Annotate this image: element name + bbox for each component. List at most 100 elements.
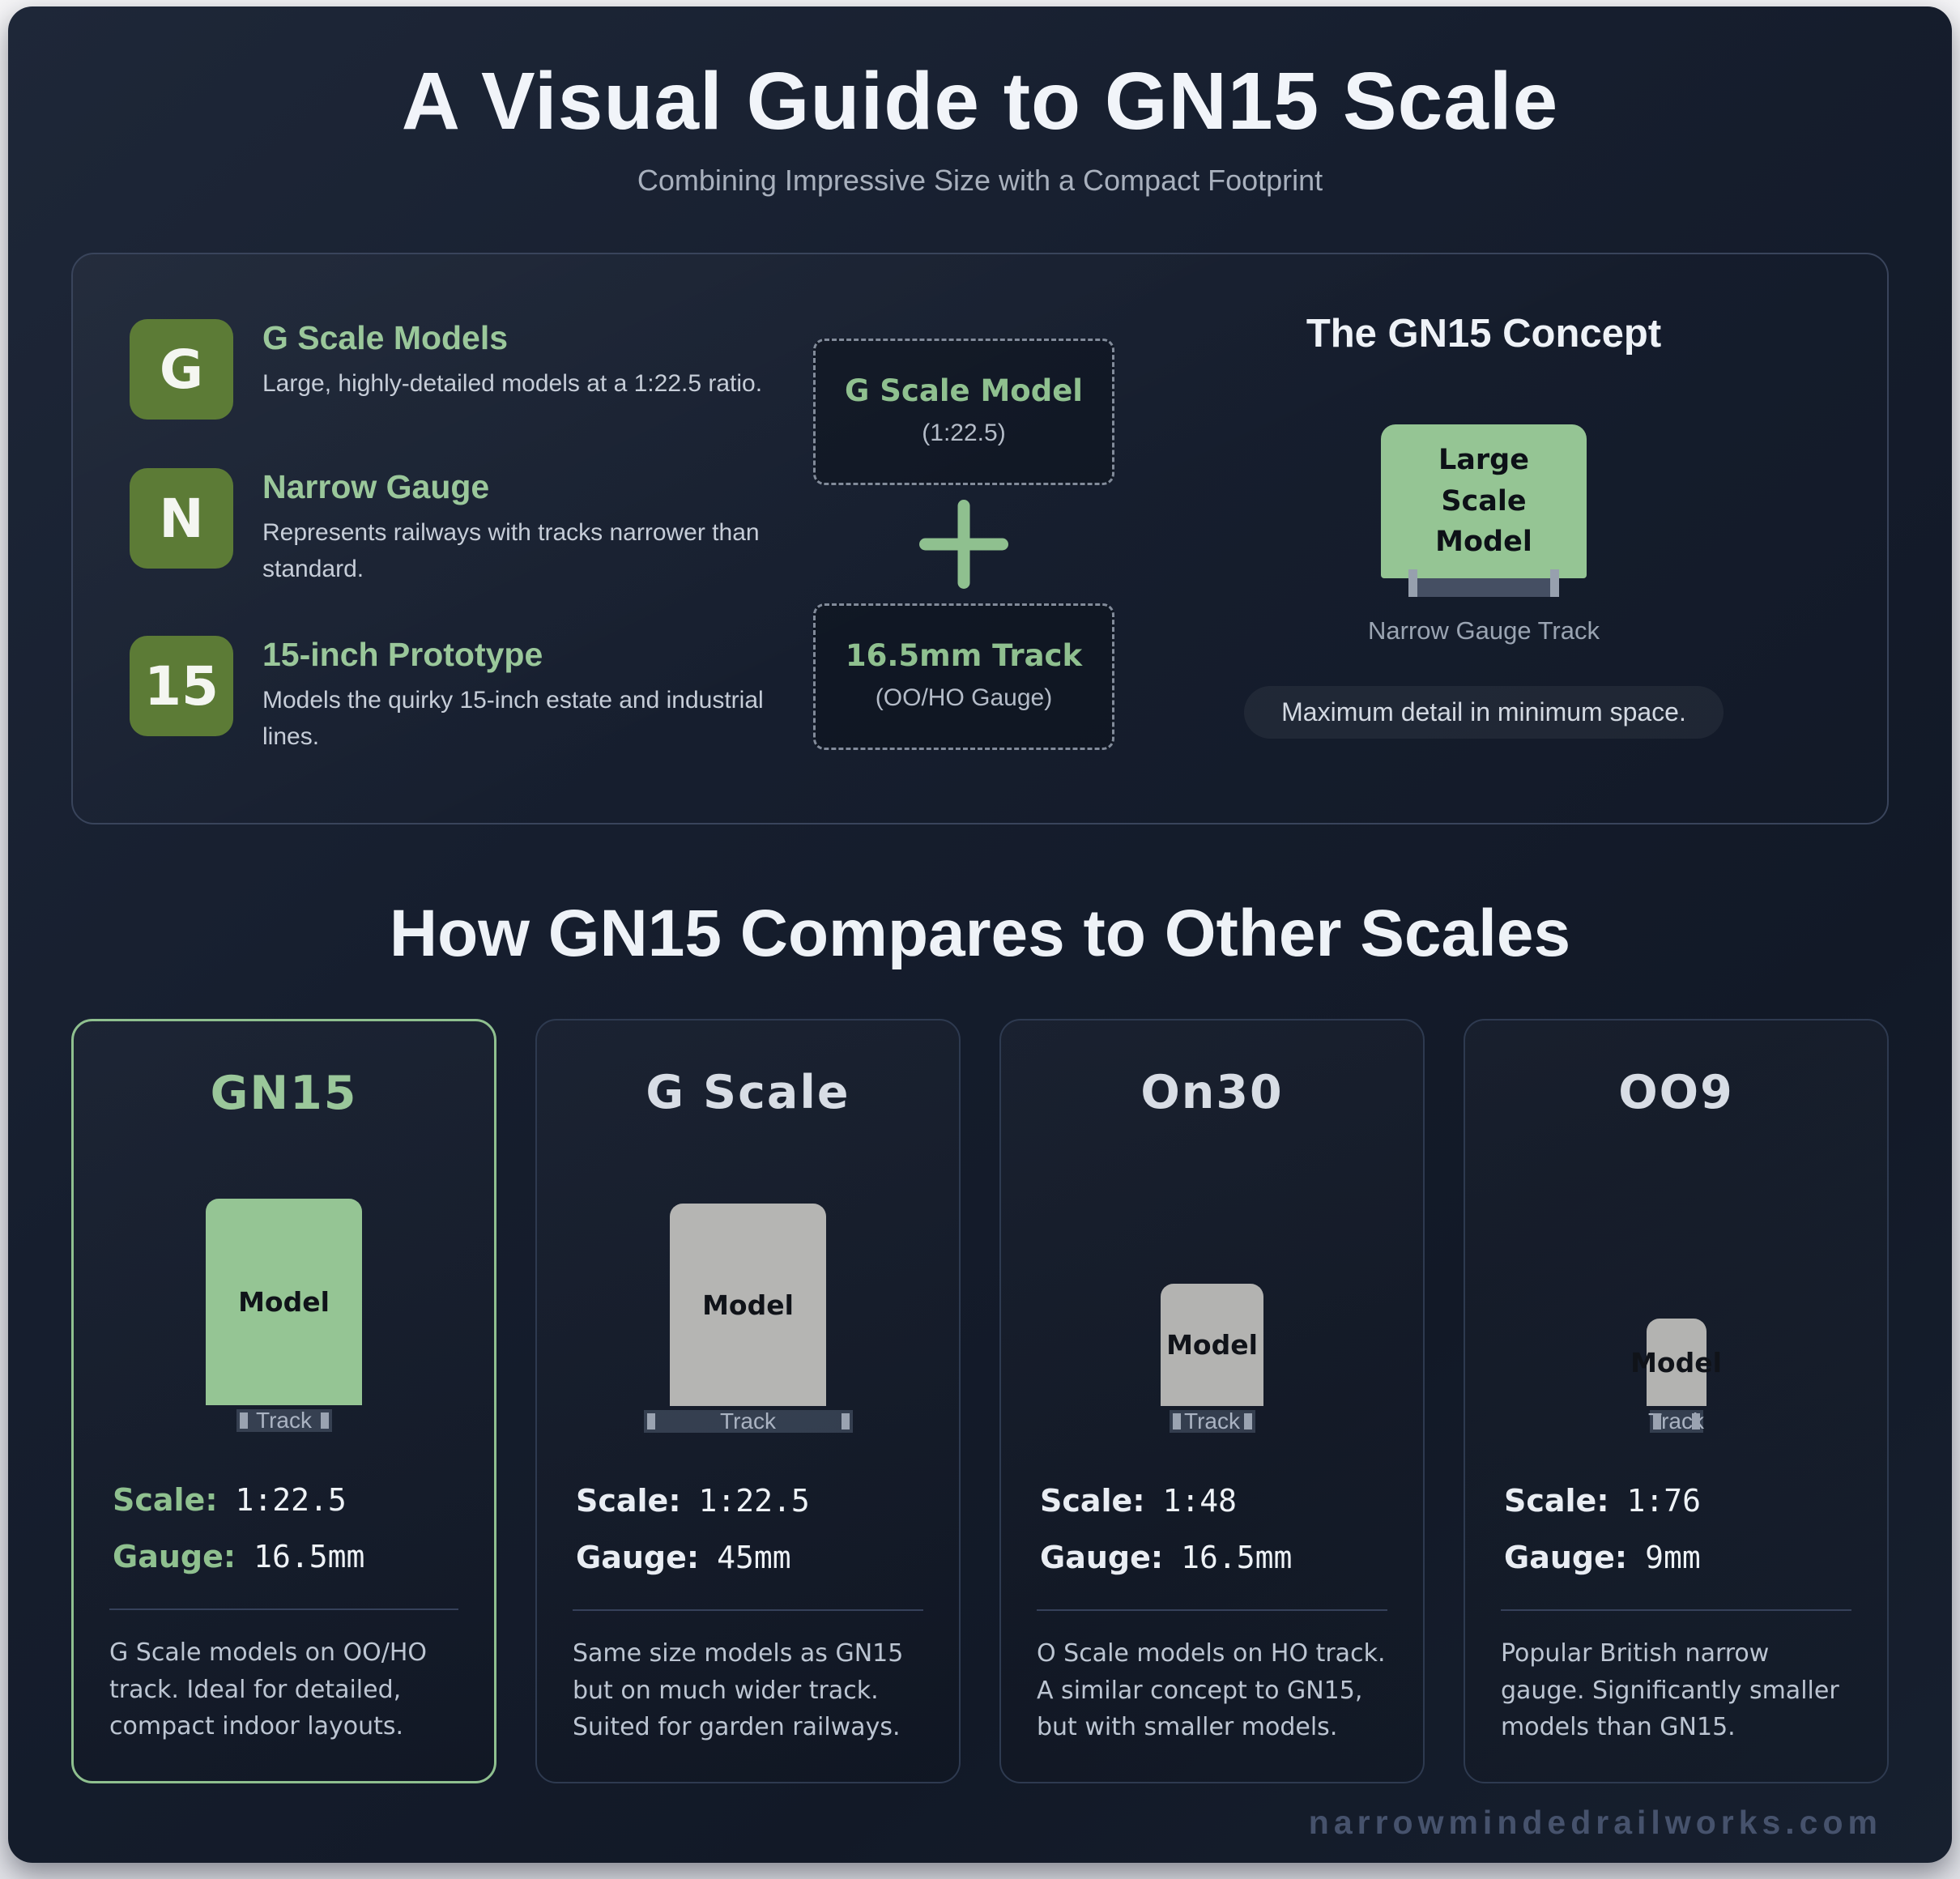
card-title: GN15 (210, 1067, 358, 1120)
page-subtitle: Combining Impressive Size with a Compact… (637, 164, 1323, 197)
gauge-label: Gauge: (1504, 1540, 1628, 1576)
concept-figure: Large Scale Model Narrow Gauge Track (1368, 424, 1600, 646)
letter-badge-15: 15 (130, 636, 233, 736)
concept-track-caption: Narrow Gauge Track (1368, 616, 1600, 645)
card-title: On30 (1140, 1066, 1284, 1119)
hero-card: G G Scale Models Large, highly-detailed … (71, 253, 1889, 824)
scale-row: Scale: 1:76 (1504, 1483, 1851, 1519)
concept-track (1408, 569, 1559, 597)
rail-right-icon (1243, 1413, 1252, 1430)
track-bar: Track (1169, 1408, 1255, 1434)
gauge-value: 9mm (1645, 1540, 1701, 1576)
rail-left-icon (239, 1412, 248, 1429)
gauge-row: Gauge: 9mm (1504, 1540, 1851, 1575)
card-stats: Scale: 1:76 Gauge: 9mm (1501, 1483, 1851, 1596)
letter-badge-g: G (130, 319, 233, 420)
track-label: Track (256, 1408, 312, 1434)
acronym-item-title: Narrow Gauge (262, 468, 490, 505)
card-description: O Scale models on HO track. A similar co… (1037, 1639, 1386, 1742)
card-figure: Model Track (1037, 1119, 1387, 1483)
concept-model-label: Large Scale Model (1435, 443, 1532, 559)
rail-right-icon (1550, 569, 1559, 597)
scale-card-on30: On30 Model Track Scale: 1:48 Gauge: 16.5… (999, 1019, 1425, 1783)
model-block: Model (1161, 1284, 1263, 1407)
plus-icon (911, 492, 1016, 597)
card-divider (1501, 1609, 1851, 1612)
acronym-item-text: G Scale Models Large, highly-detailed mo… (262, 319, 762, 420)
track-bar: Track (1648, 1408, 1704, 1434)
comparison-cards: GN15 Model Track Scale: 1:22.5 Gauge: 16… (71, 1019, 1889, 1783)
gauge-value: 16.5mm (254, 1539, 365, 1575)
scale-label: Scale: (576, 1483, 681, 1519)
acronym-item-15: 15 15-inch Prototype Models the quirky 1… (130, 636, 802, 755)
gauge-value: 16.5mm (1181, 1540, 1293, 1576)
gauge-value: 45mm (717, 1540, 791, 1576)
acronym-item-n: N Narrow Gauge Represents railways with … (130, 468, 802, 587)
acronym-breakdown: G G Scale Models Large, highly-detailed … (130, 306, 802, 782)
tagline-pill: Maximum detail in minimum space. (1244, 686, 1724, 739)
header: A Visual Guide to GN15 Scale Combining I… (8, 6, 1952, 198)
comparison-heading: How GN15 Compares to Other Scales (389, 897, 1571, 970)
acronym-item-title: G Scale Models (262, 319, 509, 356)
equation-box-model-sub: (1:22.5) (922, 420, 1006, 446)
acronym-item-g: G G Scale Models Large, highly-detailed … (130, 319, 802, 420)
card-figure: Model Track (109, 1120, 458, 1482)
track-bar: Track (643, 1408, 853, 1434)
gauge-label: Gauge: (113, 1539, 236, 1575)
scale-label: Scale: (1040, 1483, 1145, 1519)
scale-value: 1:48 (1162, 1483, 1238, 1519)
track-label: Track (1184, 1408, 1240, 1434)
concept-heading: The GN15 Concept (1306, 312, 1662, 356)
rail-right-icon (841, 1413, 850, 1430)
gauge-row: Gauge: 45mm (576, 1540, 923, 1575)
card-description: Same size models as GN15 but on much wid… (573, 1639, 904, 1742)
card-divider (573, 1609, 923, 1612)
scale-label: Scale: (1504, 1483, 1609, 1519)
scale-label: Scale: (113, 1482, 218, 1519)
rail-left-icon (1408, 569, 1417, 597)
page-title: A Visual Guide to GN15 Scale (401, 56, 1559, 147)
acronym-item-title: 15-inch Prototype (262, 636, 543, 673)
acronym-item-text: 15-inch Prototype Models the quirky 15-i… (262, 636, 765, 755)
rail-left-icon (1172, 1413, 1181, 1430)
scale-card-g-scale: G Scale Model Track Scale: 1:22.5 Gauge:… (535, 1019, 961, 1783)
rail-right-icon (320, 1412, 329, 1429)
card-stats: Scale: 1:22.5 Gauge: 16.5mm (109, 1482, 458, 1596)
model-block: Model (670, 1204, 826, 1407)
model-label: Model (238, 1286, 330, 1319)
scale-value: 1:76 (1626, 1483, 1702, 1519)
infographic-panel: A Visual Guide to GN15 Scale Combining I… (8, 6, 1952, 1863)
card-title: OO9 (1618, 1066, 1734, 1119)
equation-box-track: 16.5mm Track (OO/HO Gauge) (813, 603, 1114, 750)
letter-badge-n: N (130, 468, 233, 569)
card-description: Popular British narrow gauge. Significan… (1501, 1639, 1839, 1742)
acronym-item-body: Models the quirky 15-inch estate and ind… (262, 687, 764, 750)
scale-row: Scale: 1:48 (1040, 1483, 1387, 1519)
model-label: Model (1166, 1329, 1258, 1361)
card-divider (109, 1608, 458, 1611)
gauge-row: Gauge: 16.5mm (1040, 1540, 1387, 1575)
equation-box-track-title: 16.5mm Track (845, 638, 1083, 673)
rail-left-icon (646, 1413, 655, 1430)
scale-value: 1:22.5 (698, 1483, 810, 1519)
gauge-label: Gauge: (576, 1540, 700, 1576)
gn15-concept: The GN15 Concept Large Scale Model Narro… (1126, 306, 1842, 782)
card-divider (1037, 1609, 1387, 1612)
model-label: Model (1630, 1346, 1722, 1378)
equation-box-track-sub: (OO/HO Gauge) (875, 684, 1053, 711)
model-label: Model (702, 1289, 794, 1321)
model-block: Model (1630, 1319, 1722, 1407)
rail-left-icon (1652, 1413, 1661, 1430)
concept-model-block: Large Scale Model (1381, 424, 1587, 578)
card-description: G Scale models on OO/HO track. Ideal for… (109, 1638, 428, 1741)
acronym-item-body: Represents railways with tracks narrower… (262, 519, 760, 582)
gauge-row: Gauge: 16.5mm (113, 1539, 458, 1574)
card-stats: Scale: 1:48 Gauge: 16.5mm (1037, 1483, 1387, 1596)
equation-box-model-title: G Scale Model (845, 373, 1083, 408)
watermark: narrowmindedrailworks.com (1308, 1804, 1882, 1841)
scale-value: 1:22.5 (235, 1482, 347, 1519)
acronym-item-body: Large, highly-detailed models at a 1:22.… (262, 370, 763, 397)
gauge-label: Gauge: (1040, 1540, 1164, 1576)
scale-row: Scale: 1:22.5 (113, 1482, 458, 1518)
rail-right-icon (1691, 1413, 1700, 1430)
